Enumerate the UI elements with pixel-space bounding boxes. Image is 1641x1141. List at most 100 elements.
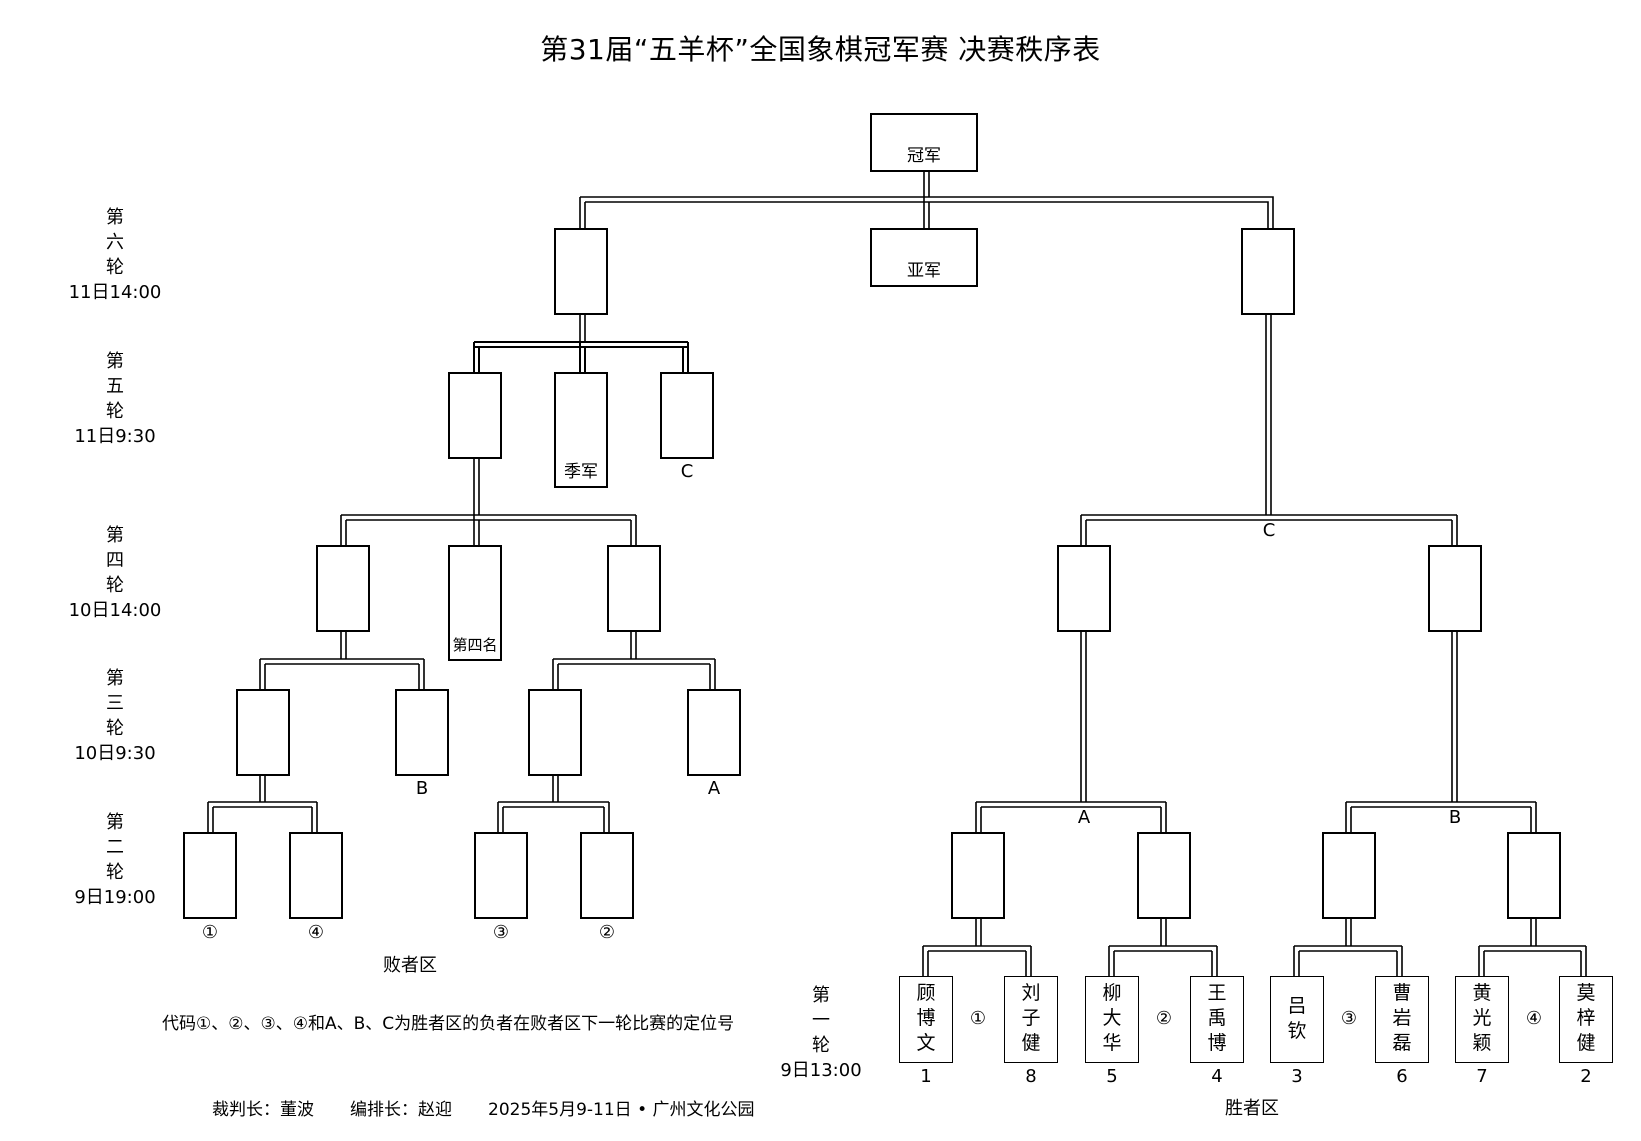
player-name-char: 柳 <box>1102 982 1122 1004</box>
player-name-char: 博 <box>916 1007 936 1029</box>
round-6-label: 第 六 轮 11日14:00 <box>60 205 170 305</box>
player-name-char: 刘 <box>1021 982 1041 1004</box>
player-box-7: 黄 光 颖 <box>1455 976 1509 1063</box>
date-place-text: 2025年5月9-11日 • 广州文化公园 <box>488 1100 755 1120</box>
round-char: 四 <box>106 550 124 571</box>
runner-up-box: 亚军 <box>870 228 978 287</box>
round-char: 轮 <box>106 257 124 278</box>
player-name-char: 钦 <box>1287 1019 1307 1042</box>
r2-loser-box-4 <box>580 832 634 919</box>
round-char: 第 <box>812 985 830 1006</box>
round-2-label: 第 二 轮 9日19:00 <box>60 810 170 910</box>
round-char: 三 <box>106 693 124 714</box>
seed-number: 4 <box>1211 1066 1223 1087</box>
r6-left-box <box>554 228 608 315</box>
player-name-char: 光 <box>1472 1007 1492 1029</box>
round-char: 五 <box>106 376 124 397</box>
round-char: 第 <box>106 351 124 372</box>
label-a-loser: A <box>707 778 721 799</box>
player-name-char: 吕 <box>1287 994 1307 1017</box>
champion-label: 冠军 <box>907 146 941 166</box>
round-1-label: 第 一 轮 9日13:00 <box>766 983 876 1083</box>
player-name-char: 曹 <box>1392 982 1412 1004</box>
round-char: 第 <box>106 812 124 833</box>
fourth-place-box: 第四名 <box>448 545 502 661</box>
loser-code-2: ④ <box>307 922 325 943</box>
r2-loser-box-1 <box>183 832 237 919</box>
round-char: 轮 <box>106 862 124 883</box>
round-char: 二 <box>106 837 124 858</box>
seed-number: 8 <box>1025 1066 1037 1087</box>
referee-text: 裁判长：董波 <box>212 1100 314 1120</box>
player-name-char: 顾 <box>916 982 936 1004</box>
r3-box-b <box>395 689 449 776</box>
r3-box-3 <box>528 689 582 776</box>
round-char: 第 <box>106 207 124 228</box>
round-char: 第 <box>106 668 124 689</box>
player-box-3: 柳 大 华 <box>1085 976 1139 1063</box>
player-name-char: 磊 <box>1392 1032 1412 1054</box>
player-name-char: 子 <box>1021 1007 1041 1029</box>
loser-zone-label: 败者区 <box>383 955 437 976</box>
round-time: 11日9:30 <box>74 426 156 447</box>
fourth-place-label: 第四名 <box>452 636 498 654</box>
player-name-char: 华 <box>1102 1032 1122 1054</box>
player-name-char: 健 <box>1576 1032 1596 1054</box>
round-5-label: 第 五 轮 11日9:30 <box>60 349 170 449</box>
third-place-label: 季军 <box>564 462 598 482</box>
player-name-char: 岩 <box>1392 1007 1412 1029</box>
player-name-char: 黄 <box>1472 982 1492 1004</box>
scheduler-text: 编排长：赵迎 <box>350 1100 452 1120</box>
player-name-char: 颖 <box>1472 1032 1492 1054</box>
third-place-box: 季军 <box>554 372 608 488</box>
label-c-loser: C <box>680 461 694 482</box>
runner-up-label: 亚军 <box>907 261 941 281</box>
winner-r2-box-2 <box>1137 832 1191 919</box>
match-code-1: ① <box>969 1008 987 1029</box>
match-code-3: ③ <box>1340 1008 1358 1029</box>
label-c-winner: C <box>1262 520 1276 541</box>
r2-loser-box-3 <box>474 832 528 919</box>
match-code-2: ② <box>1155 1008 1173 1029</box>
r5-left-box <box>448 372 502 459</box>
r3-box-1 <box>236 689 290 776</box>
player-box-5: 吕 钦 <box>1270 976 1324 1063</box>
winner-r4-right-box <box>1428 545 1482 632</box>
label-b-loser: B <box>415 778 429 799</box>
player-name-char: 文 <box>916 1032 936 1054</box>
code-note: 代码①、②、③、④和A、B、C为胜者区的负者在败者区下一轮比赛的定位号 <box>162 1014 735 1034</box>
seed-number: 7 <box>1476 1066 1488 1087</box>
seed-number: 6 <box>1396 1066 1408 1087</box>
round-4-label: 第 四 轮 10日14:00 <box>60 523 170 623</box>
player-name-char: 梓 <box>1576 1007 1596 1029</box>
winner-r2-box-4 <box>1507 832 1561 919</box>
loser-code-4: ② <box>598 922 616 943</box>
r4-right-box <box>607 545 661 632</box>
round-time: 10日9:30 <box>74 743 156 764</box>
round-char: 轮 <box>106 718 124 739</box>
loser-code-1: ① <box>201 922 219 943</box>
player-name-char: 禹 <box>1207 1007 1227 1029</box>
round-char: 六 <box>106 232 124 253</box>
round-char: 轮 <box>106 401 124 422</box>
round-char: 第 <box>106 525 124 546</box>
player-name-char: 大 <box>1102 1007 1122 1029</box>
seed-number: 1 <box>920 1066 932 1087</box>
round-char: 轮 <box>106 575 124 596</box>
r2-loser-box-2 <box>289 832 343 919</box>
player-box-4: 王 禹 博 <box>1190 976 1244 1063</box>
r5-right-box <box>660 372 714 459</box>
player-name-char: 健 <box>1021 1032 1041 1054</box>
r4-left-box <box>316 545 370 632</box>
winner-zone-label: 胜者区 <box>1225 1098 1279 1119</box>
round-char: 一 <box>812 1010 830 1031</box>
r6-right-box <box>1241 228 1295 315</box>
loser-code-3: ③ <box>492 922 510 943</box>
round-time: 11日14:00 <box>68 282 162 303</box>
match-code-4: ④ <box>1525 1008 1543 1029</box>
player-box-8: 莫 梓 健 <box>1559 976 1613 1063</box>
r3-box-a <box>687 689 741 776</box>
player-name-char: 莫 <box>1576 982 1596 1004</box>
champion-box: 冠军 <box>870 113 978 172</box>
